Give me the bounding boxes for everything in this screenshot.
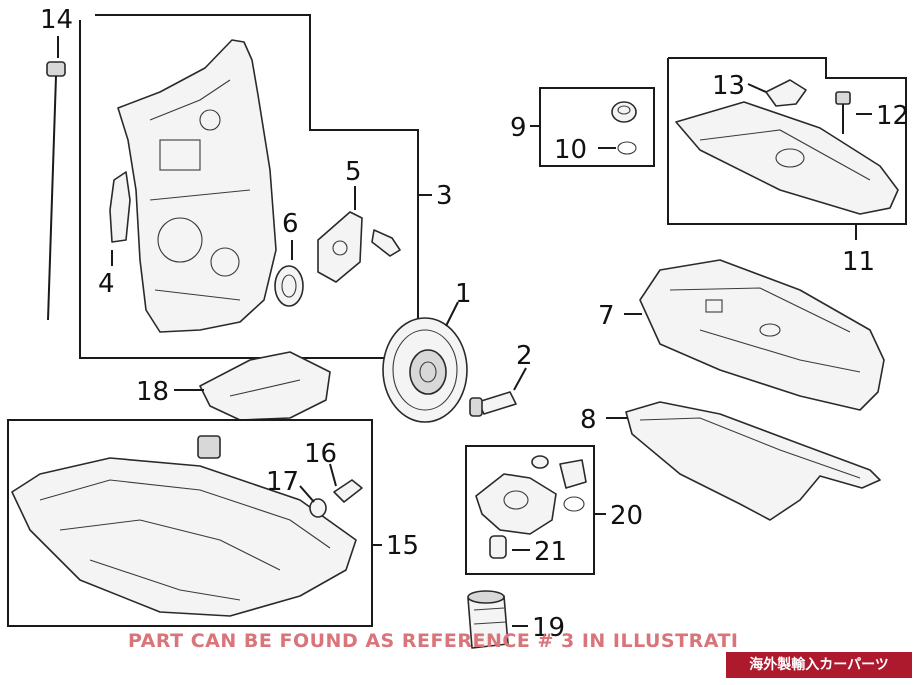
part-6-seal [274,265,304,307]
callout-15: 15 [386,531,419,561]
callout-5: 5 [345,157,362,187]
callout-21: 21 [534,537,567,567]
part-4-gasket [109,171,131,243]
part-17-washer [309,498,327,518]
callout-13: 13 [712,71,745,101]
callout-11: 11 [842,247,875,277]
callout-2: 2 [516,341,533,371]
group-box-20 [465,445,595,575]
callout-12: 12 [876,101,909,131]
callout-1: 1 [455,279,472,309]
part-12-bolt [835,91,851,134]
part-20-oil-filter-housing [475,455,587,535]
part-8-valve-gasket [625,401,881,521]
group-box-3 [79,14,419,359]
group-box-15 [7,419,373,627]
callout-7: 7 [598,301,615,331]
callout-17: 17 [266,467,299,497]
callout-16: 16 [304,439,337,469]
reference-note: PART CAN BE FOUND AS REFERENCE # 3 IN IL… [128,630,739,652]
callout-10: 10 [554,135,587,165]
part-19-oil-filter [467,590,509,649]
part-13-grommet [765,79,807,107]
part-18-baffle [199,351,331,421]
callout-3: 3 [436,181,453,211]
callout-9: 9 [510,113,527,143]
part-15-oil-pan [11,435,357,617]
part-21-valve [489,535,507,559]
part-2-bolt [469,391,517,417]
callout-14: 14 [40,5,73,35]
part-16-drain-bolt [333,479,363,503]
group-box-11 [667,57,907,225]
callout-6: 6 [282,209,299,239]
callout-4: 4 [98,269,115,299]
callout-18: 18 [136,377,169,407]
part-1-crank-pulley [382,317,468,423]
callout-20: 20 [610,501,643,531]
part-10-o-ring [617,141,637,155]
part-9-cap [611,101,637,123]
callout-19: 19 [532,613,565,643]
part-7-valve-cover [639,259,885,411]
part-3-timing-cover [117,39,277,333]
part-14-dipstick [46,36,66,321]
callout-8: 8 [580,405,597,435]
part-5-bracket [317,211,401,283]
part-11-engine-cover [675,101,899,215]
shop-badge: 海外製輸入カーパーツ [726,652,912,678]
